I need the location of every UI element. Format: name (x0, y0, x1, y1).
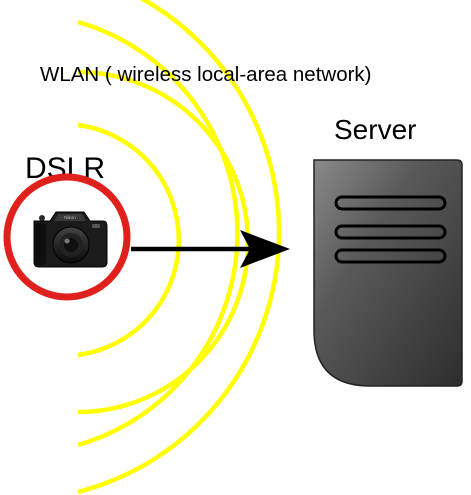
arrow-right-icon (131, 230, 290, 268)
wifi-wave-4 (77, 0, 282, 495)
dslr-camera-icon: Nikon (33, 211, 108, 268)
wifi-wave-3 (77, 19, 240, 448)
camera-ring (3, 173, 131, 301)
server-drive-slot (334, 224, 447, 240)
wifi-waves (77, 0, 282, 495)
server-drive-slot (334, 195, 447, 211)
server-drive-slot (334, 248, 447, 264)
server-label: Server (334, 114, 416, 145)
wlan-label: WLAN ( wireless local-area network) (40, 63, 372, 86)
wifi-wave-1 (77, 122, 182, 358)
camera-brand-label: Nikon (64, 215, 76, 220)
server-icon (313, 159, 463, 387)
